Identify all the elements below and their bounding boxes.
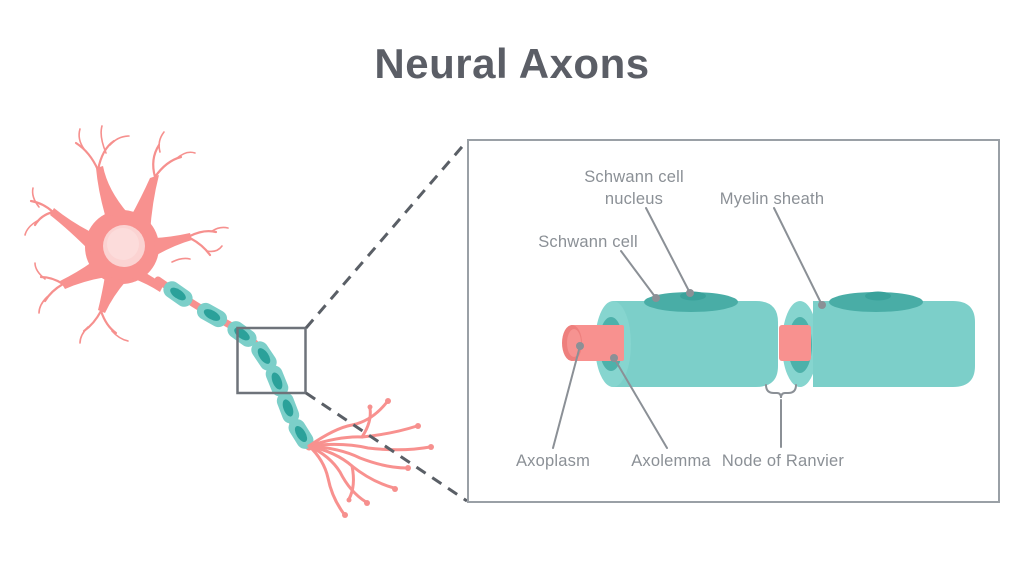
axon-terminal-branches (307, 398, 434, 518)
myelin-cylinder-1 (562, 291, 778, 387)
myelin-cylinder-2 (779, 291, 975, 387)
axon-stub (562, 325, 624, 361)
node-of-ranvier-segment (779, 325, 811, 361)
schwann-cell-ellipse-1 (644, 292, 738, 312)
soma-nucleus (103, 225, 145, 267)
neuron-illustration (24, 125, 434, 518)
dendrite-twigs (24, 125, 229, 344)
zoom-connector-bottom (305, 391, 468, 503)
label-schwann-cell-nucleus-line1: Schwann cell (584, 168, 684, 186)
panel-labels: Schwann cell nucleus Myelin sheath Schwa… (516, 168, 844, 470)
myelinated-axon (154, 276, 314, 451)
label-schwann-cell-nucleus-line2: nucleus (605, 190, 663, 208)
axon-detail-illustration (562, 291, 975, 399)
label-node-of-ranvier: Node of Ranvier (722, 452, 845, 470)
zoom-connector-top (304, 140, 469, 329)
myelin-segment (163, 281, 314, 449)
zoom-region-square (236, 326, 307, 395)
label-myelin-sheath: Myelin sheath (720, 190, 824, 208)
branch-tips (342, 398, 434, 518)
schwann-nucleus-2 (865, 291, 891, 301)
label-axoplasm: Axoplasm (516, 452, 590, 470)
schwann-cell-ellipse-2 (829, 292, 923, 312)
label-schwann-cell: Schwann cell (538, 233, 638, 251)
page-title: Neural Axons (374, 40, 649, 87)
node-brace (765, 384, 797, 399)
label-axolemma: Axolemma (631, 452, 711, 470)
leader-lines (552, 207, 826, 449)
